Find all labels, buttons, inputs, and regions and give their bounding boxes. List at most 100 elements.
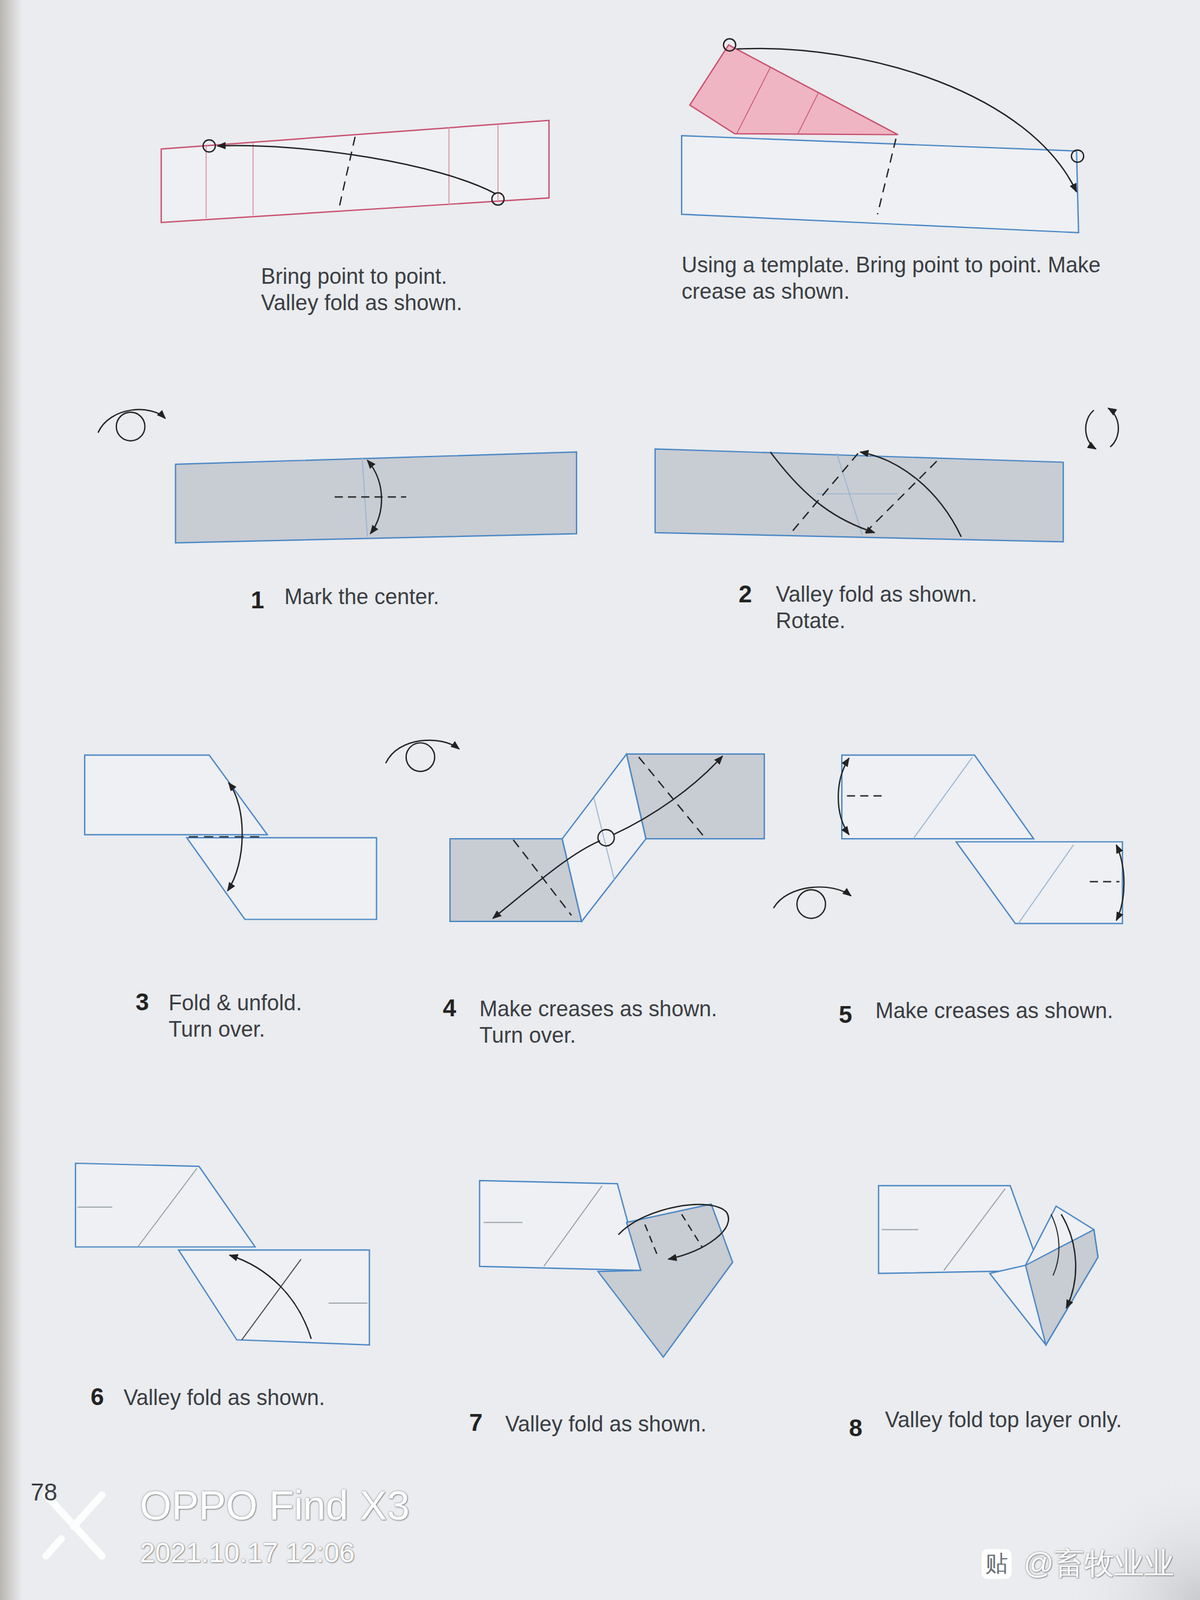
paper-part: [598, 1204, 733, 1358]
step-caption: Valley fold as shown.: [505, 1411, 707, 1438]
pinch-mark: [334, 496, 407, 498]
pinch-mark: [483, 1222, 523, 1224]
paper-part: [626, 754, 765, 839]
crease-line: [877, 138, 897, 215]
step-number: 5: [838, 1000, 852, 1030]
turn-over-symbol: [796, 889, 826, 919]
template-step: [161, 120, 549, 223]
fold-unfold-arrow: [367, 460, 382, 534]
paper-part: [479, 1180, 641, 1271]
step-caption: Valley fold top layer only.: [885, 1407, 1122, 1434]
step-number: 8: [849, 1413, 863, 1443]
paper-strip: [175, 451, 577, 543]
watermark-handle: @畜牧业业: [1023, 1545, 1175, 1583]
crease-line: [543, 1185, 602, 1266]
step-caption: Mark the center.: [284, 583, 440, 611]
pinch-mark: [328, 1302, 368, 1304]
step-caption: Make creases as shown. Turn over.: [479, 996, 738, 1049]
crease-line: [594, 798, 615, 880]
step-number: 7: [469, 1408, 483, 1438]
pinch-mark: [881, 1229, 918, 1231]
valley-line: [645, 1224, 659, 1257]
turn-over-symbol: [773, 887, 851, 909]
valley-line: [865, 459, 939, 533]
paper-part: [186, 837, 377, 920]
step-8: [878, 1185, 1098, 1345]
fold-unfold-arrow: [227, 783, 242, 891]
watermark: OPPO Find X3: [139, 1480, 410, 1531]
rotate-symbol: [1086, 410, 1097, 450]
crease-line: [1051, 1214, 1059, 1276]
step-number: 3: [135, 987, 149, 1017]
template-use-step: [681, 39, 1084, 233]
turn-over-symbol: [97, 409, 165, 433]
fold-unfold-arrow: [1116, 844, 1125, 921]
point-mark: [202, 139, 215, 152]
valley-line: [792, 451, 860, 531]
template-piece: [690, 45, 899, 135]
division-line: [736, 67, 771, 134]
pinch-mark: [847, 795, 887, 797]
page-number: 78: [30, 1477, 58, 1508]
fold-arrow: [229, 1255, 312, 1339]
fold-arrow: [618, 1204, 729, 1260]
fold-arrow: [770, 451, 875, 533]
step-6: [75, 1163, 370, 1346]
fold-arrow: [492, 841, 600, 919]
paper-strip: [681, 135, 1079, 233]
page-spine: [0, 0, 23, 1600]
crease-line: [138, 1168, 198, 1248]
paper-part: [178, 1250, 370, 1346]
point-mark: [492, 192, 504, 205]
crease-line: [1018, 844, 1074, 924]
fold-arrow: [736, 48, 1077, 192]
step-7: [479, 1180, 733, 1358]
step-3: [84, 755, 377, 920]
point-mark: [723, 39, 736, 51]
point-mark: [1071, 150, 1084, 162]
watermark-icon: 贴: [981, 1549, 1012, 1580]
turn-over-symbol: [385, 740, 459, 764]
crease-line: [513, 840, 572, 916]
paper-part: [956, 841, 1123, 924]
template-strip: [161, 120, 549, 223]
paper-part: [450, 838, 582, 922]
step-number: 2: [738, 579, 752, 609]
division-lines: [206, 124, 498, 219]
paper-part: [841, 755, 1034, 839]
division-line: [798, 93, 819, 134]
crease-line: [913, 757, 973, 839]
pinch-mark: [1089, 880, 1119, 882]
watermark-date: 2021.10.17 12:06: [139, 1536, 355, 1570]
paper-part: [990, 1206, 1098, 1345]
paper-part: [562, 754, 646, 922]
crease-line: [943, 1189, 1005, 1271]
step-caption: Using a template. Bring point to point. …: [681, 252, 1114, 305]
step-caption: Fold & unfold. Turn over.: [168, 990, 325, 1043]
fold-arrow: [217, 145, 496, 194]
step-number: 6: [90, 1382, 104, 1412]
turn-over-symbol: [406, 742, 435, 772]
crease-line: [639, 757, 705, 837]
valley-line: [339, 136, 356, 210]
fold-unfold-arrow: [838, 758, 849, 836]
step-number: 4: [442, 993, 456, 1023]
paper-part: [84, 755, 267, 836]
step-5: [773, 755, 1124, 924]
crease-line: [816, 493, 899, 495]
page-shadow: [918, 1326, 1200, 1600]
point-mark: [598, 829, 615, 846]
rotate-symbol: [1108, 408, 1119, 447]
valley-line: [189, 836, 266, 838]
pinch-mark: [77, 1206, 113, 1208]
paper-strip: [655, 448, 1064, 542]
fold-arrow: [860, 451, 962, 537]
step-number: 1: [250, 585, 264, 615]
step-1: [97, 409, 577, 543]
paper-part: [878, 1185, 1041, 1274]
step-4: [385, 740, 765, 922]
step-caption: Make creases as shown.: [875, 997, 1113, 1025]
